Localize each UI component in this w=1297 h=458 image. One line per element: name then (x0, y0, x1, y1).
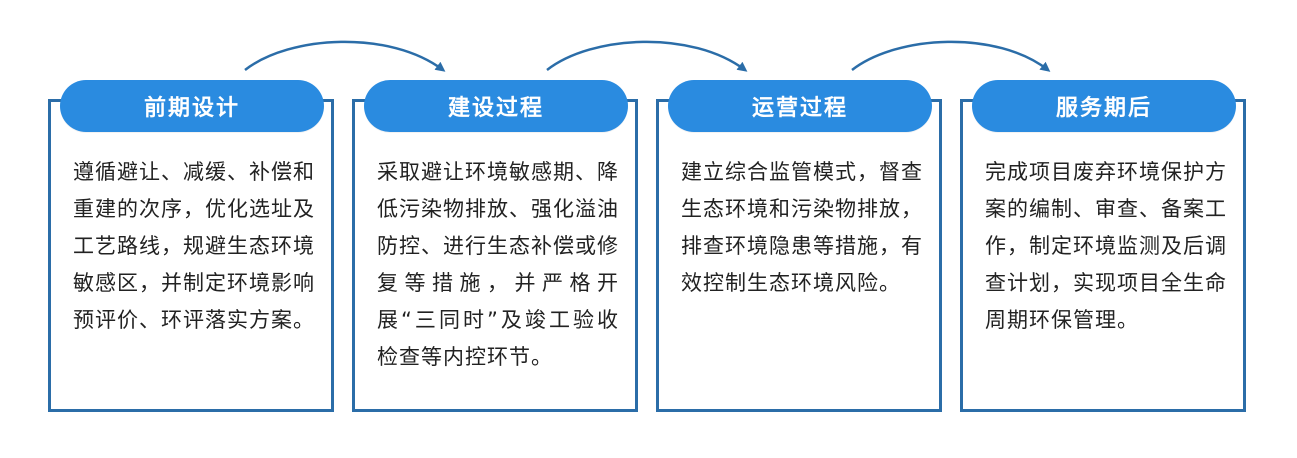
stage-card-2: 采取避让环境敏感期、降低污染物排放、强化溢油防控、进行生态补偿或修复等措施，并严… (352, 99, 638, 412)
stage-1-title: 前期设计 (60, 80, 324, 132)
stage-4-title: 服务期后 (972, 80, 1236, 132)
stage-card-3: 建立综合监管模式，督查生态环境和污染物排放，排查环境隐患等措施，有效控制生态环境… (656, 99, 942, 412)
arrow-1-2 (244, 40, 446, 72)
stage-1-text: 遵循避让、减缓、补偿和重建的次序，优化选址及工艺路线，规避生态环境敏感区，并制定… (73, 160, 315, 332)
arrow-3-4 (851, 40, 1051, 72)
stage-2-text: 采取避让环境敏感期、降低污染物排放、强化溢油防控、进行生态补偿或修复等措施，并严… (377, 160, 619, 369)
stage-card-1: 遵循避让、减缓、补偿和重建的次序，优化选址及工艺路线，规避生态环境敏感区，并制定… (48, 99, 334, 412)
arrow-2-3 (546, 40, 748, 72)
stage-3-text: 建立综合监管模式，督查生态环境和污染物排放，排查环境隐患等措施，有效控制生态环境… (681, 160, 923, 295)
stage-3-title: 运营过程 (668, 80, 932, 132)
stage-card-4: 完成项目废弃环境保护方案的编制、审查、备案工作，制定环境监测及后调查计划，实现项… (960, 99, 1246, 412)
stage-4-text: 完成项目废弃环境保护方案的编制、审查、备案工作，制定环境监测及后调查计划，实现项… (985, 160, 1227, 332)
stage-2-title: 建设过程 (364, 80, 628, 132)
